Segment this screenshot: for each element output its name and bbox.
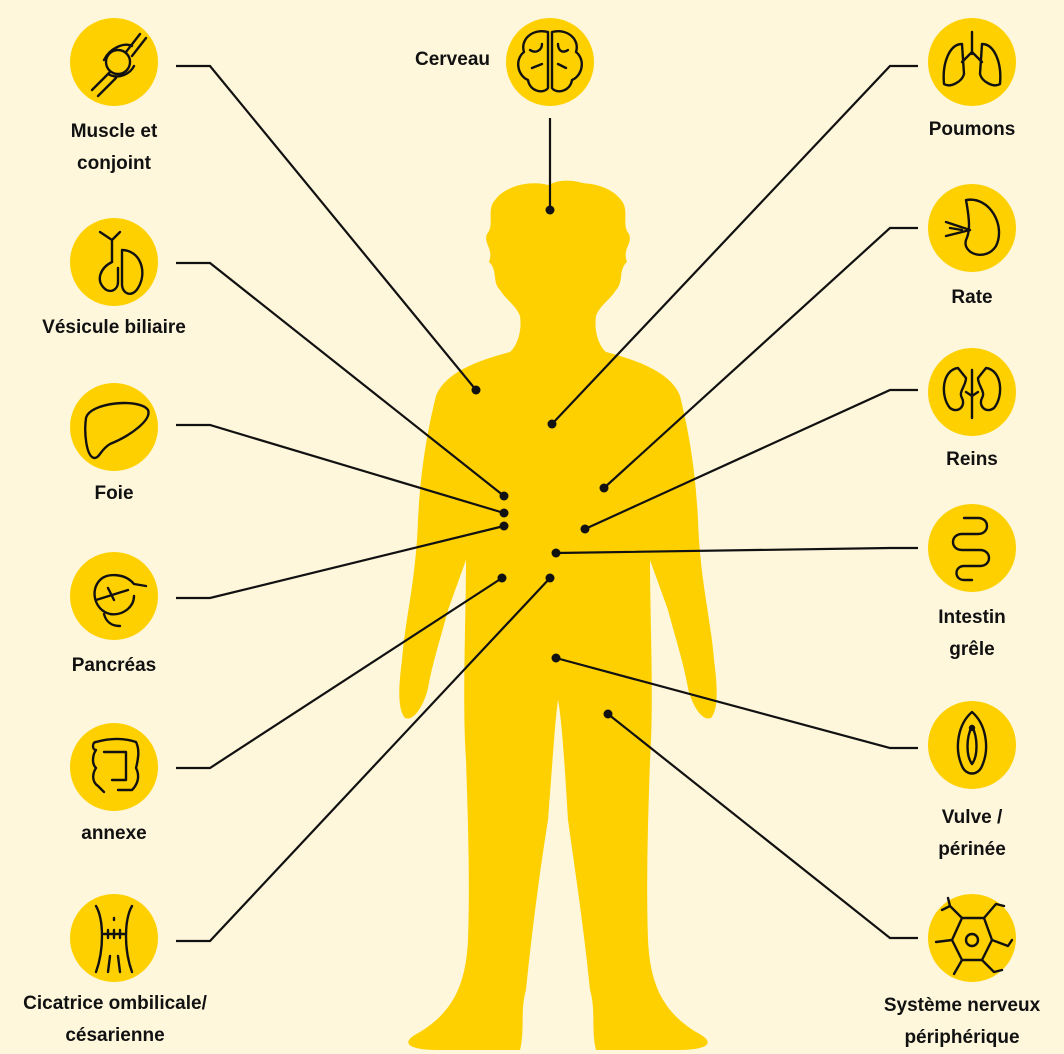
label-gallbladder: Vésicule biliaire bbox=[14, 316, 214, 340]
dot-liver bbox=[500, 509, 509, 518]
dot-pancreas bbox=[500, 522, 509, 531]
label-liver: Foie bbox=[14, 482, 214, 506]
label-muscle: Muscle et conjoint bbox=[14, 116, 214, 180]
connector-appendix bbox=[176, 578, 502, 768]
circle-appendix bbox=[70, 723, 158, 811]
dot-kidneys bbox=[581, 525, 590, 534]
label-vulva: Vulve / périnée bbox=[872, 802, 1064, 866]
label-appendix: annexe bbox=[14, 822, 214, 846]
dot-appendix bbox=[498, 574, 507, 583]
connector-muscle bbox=[176, 66, 476, 390]
dot-gallbladder bbox=[500, 492, 509, 501]
dot-vulva bbox=[552, 654, 561, 663]
label-small-intestine: Intestin grêle bbox=[872, 602, 1064, 666]
circle-pancreas bbox=[70, 552, 158, 640]
dot-lungs bbox=[548, 420, 557, 429]
circle-spleen bbox=[928, 184, 1016, 272]
dot-spleen bbox=[600, 484, 609, 493]
label-kidneys: Reins bbox=[872, 448, 1064, 472]
label-nerves: Système nerveux périphérique bbox=[862, 990, 1062, 1054]
dot-muscle bbox=[472, 386, 481, 395]
dot-scar bbox=[546, 574, 555, 583]
label-brain: Cerveau bbox=[370, 48, 490, 72]
dot-brain bbox=[546, 206, 555, 215]
human-silhouette bbox=[399, 181, 716, 1050]
circle-muscle bbox=[70, 18, 158, 106]
label-lungs: Poumons bbox=[872, 118, 1064, 142]
body-silhouette bbox=[399, 183, 716, 1050]
circle-gallbladder bbox=[70, 218, 158, 306]
circle-vulva bbox=[928, 701, 1016, 789]
circle-liver bbox=[70, 383, 158, 471]
label-scar: Cicatrice ombilicale/ césarienne bbox=[0, 988, 230, 1052]
dot-nerves bbox=[604, 710, 613, 719]
label-pancreas: Pancréas bbox=[14, 654, 214, 678]
circle-nerves bbox=[928, 894, 1016, 982]
dot-small-intestine bbox=[552, 549, 561, 558]
label-spleen: Rate bbox=[872, 286, 1064, 310]
